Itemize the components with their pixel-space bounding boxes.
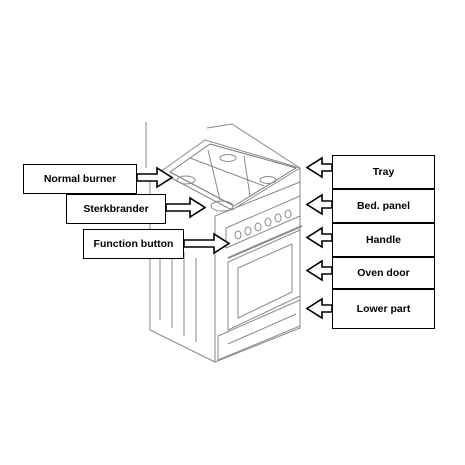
lower-drawer bbox=[217, 299, 301, 361]
pan-support-bar-2 bbox=[207, 149, 221, 201]
label-bed-panel: Bed. panel bbox=[332, 189, 435, 223]
rear-guard bbox=[206, 123, 301, 182]
label-tray: Tray bbox=[332, 155, 435, 189]
normal-burner-shape bbox=[176, 175, 196, 185]
label-lower-part: Lower part bbox=[332, 289, 435, 329]
pan-support-bar-1 bbox=[189, 157, 265, 187]
lower-drawer-line bbox=[227, 313, 297, 345]
sterkbrander-shape bbox=[210, 200, 234, 212]
label-normal-burner: Normal burner bbox=[23, 164, 137, 194]
label-function-button: Function button bbox=[83, 229, 184, 259]
arrow-oven-door bbox=[305, 259, 333, 282]
label-handle: Handle bbox=[332, 223, 435, 257]
arrow-normal-burner bbox=[136, 166, 174, 189]
arrow-handle bbox=[305, 226, 333, 249]
arrow-tray bbox=[305, 156, 333, 179]
pan-support-outer bbox=[169, 143, 297, 207]
cooktop-surface bbox=[159, 139, 301, 211]
label-sterkbrander: Sterkbrander bbox=[66, 194, 166, 224]
side-panel-ribs bbox=[159, 240, 197, 342]
arrow-lower-part bbox=[305, 297, 333, 320]
right-burner-shape bbox=[259, 176, 277, 184]
arrow-sterkbrander bbox=[165, 196, 207, 219]
oven-door-window bbox=[237, 243, 293, 319]
rear-burner-shape bbox=[219, 154, 237, 162]
arrow-function-button bbox=[183, 232, 231, 255]
pan-support-bar-3 bbox=[243, 155, 251, 197]
oven-handle-bar bbox=[227, 225, 303, 259]
control-knobs bbox=[234, 209, 292, 240]
label-oven-door: Oven door bbox=[332, 257, 435, 289]
oven-door-frame bbox=[227, 229, 301, 331]
arrow-bed-panel bbox=[305, 193, 333, 216]
